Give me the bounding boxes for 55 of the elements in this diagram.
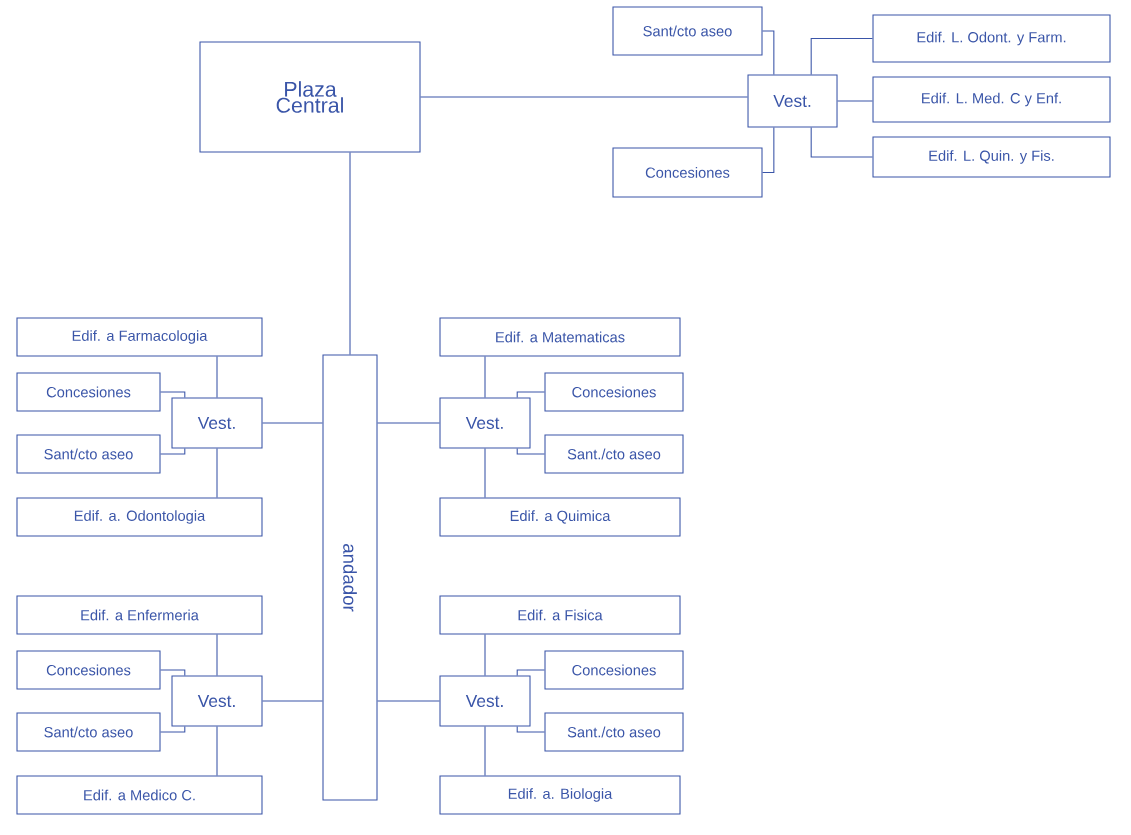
connector-line (377, 422, 440, 424)
service-box: Concesiones (544, 372, 684, 412)
connector-line (484, 726, 486, 776)
plaza-box: Plaza Central (199, 41, 421, 153)
building-box: Edif. a Fisica (439, 595, 681, 635)
connector-line (160, 391, 186, 398)
connector-line (516, 448, 545, 455)
service-box: Concesiones (612, 147, 763, 198)
connector-line (516, 391, 545, 398)
connector-line (516, 726, 545, 733)
building-box: Edif. L. Odont. y Farm. (872, 14, 1111, 63)
connector-line (420, 96, 749, 98)
service-box: Sant/cto aseo (16, 434, 161, 474)
connector-line (484, 356, 486, 398)
building-box: Edif. L. Quin. y Fis. (872, 136, 1111, 178)
vestibule-box: Vest. (439, 675, 531, 727)
service-box: Sant/cto aseo (16, 712, 161, 752)
building-box: Edif. a Matematicas (439, 317, 681, 357)
building-box: Edif. a Quimica (439, 497, 681, 537)
connector-line (349, 152, 351, 355)
connector-line (160, 448, 186, 455)
connector-line (377, 700, 440, 702)
connector-line (160, 726, 186, 733)
service-box: Concesiones (16, 650, 161, 690)
service-box: Concesiones (544, 650, 684, 690)
vestibule-box: Vest. (439, 397, 531, 449)
connector-line (216, 356, 218, 398)
service-box: Sant./cto aseo (544, 434, 684, 474)
connector-line (516, 669, 545, 676)
building-box: Edif. a Farmacologia (16, 317, 263, 357)
connector-line (837, 100, 873, 102)
connector-line (810, 127, 873, 158)
connector-line (762, 30, 775, 75)
connector-line (484, 448, 486, 498)
connector-line (762, 127, 775, 173)
building-box: Edif. a Enfermeria (16, 595, 263, 635)
building-box: Edif. a. Biologia (439, 775, 681, 815)
connector-line (160, 669, 186, 676)
connector-line (216, 726, 218, 776)
walkway-box: andador (322, 354, 378, 801)
vestibule-box: Vest. (171, 397, 263, 449)
building-box: Edif. L. Med. C y Enf. (872, 76, 1111, 123)
service-box: Concesiones (16, 372, 161, 412)
connector-line (810, 37, 873, 75)
connector-line (262, 700, 323, 702)
connector-line (262, 422, 323, 424)
vestibule-box: Vest. (747, 74, 838, 128)
building-box: Edif. a Medico C. (16, 775, 263, 815)
connector-line (484, 634, 486, 676)
connector-line (216, 448, 218, 498)
service-box: Sant/cto aseo (612, 6, 763, 56)
building-box: Edif. a. Odontologia (16, 497, 263, 537)
vestibule-box: Vest. (171, 675, 263, 727)
service-box: Sant./cto aseo (544, 712, 684, 752)
connector-line (216, 634, 218, 676)
